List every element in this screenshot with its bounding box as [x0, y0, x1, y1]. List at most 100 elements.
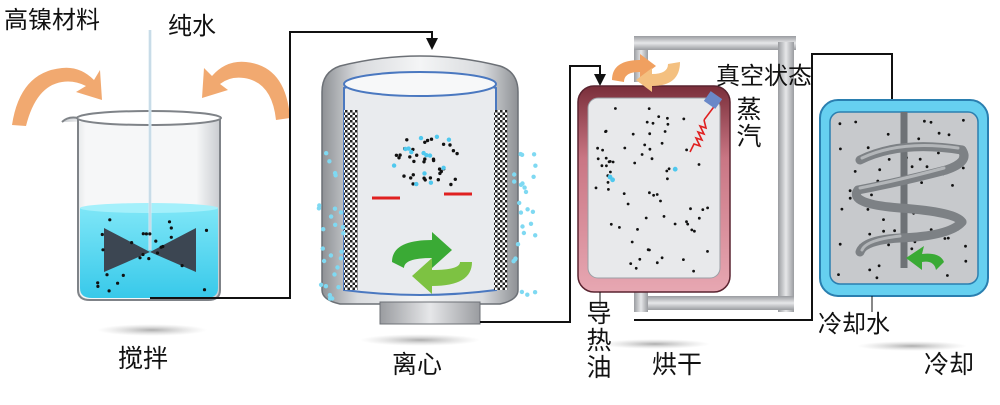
pipe-dryer-to-cooler [634, 53, 898, 321]
particle [962, 118, 965, 122]
particle [340, 225, 346, 230]
particle [920, 181, 923, 185]
particle [868, 268, 872, 272]
particle [148, 232, 152, 236]
particle [316, 206, 322, 211]
particle [439, 169, 443, 174]
particle [327, 296, 333, 301]
particle [523, 189, 529, 195]
particle [409, 176, 413, 180]
particle [848, 196, 852, 200]
particle [161, 244, 165, 249]
particle [531, 174, 536, 179]
cooler [819, 99, 989, 297]
particle [655, 261, 659, 265]
particle [622, 192, 626, 196]
step-label-centrifuge: 离心 [392, 350, 443, 379]
particle [434, 134, 440, 139]
particle [521, 230, 527, 236]
dryer-particles [594, 107, 709, 273]
particle [877, 264, 881, 268]
particle [604, 156, 608, 160]
particle [893, 229, 896, 233]
pipe-centrifuge-to-dryer [480, 65, 606, 323]
particle [647, 107, 651, 110]
particle [652, 193, 655, 197]
particle [513, 256, 518, 261]
particle [697, 163, 701, 166]
particle [423, 178, 427, 182]
particle [96, 284, 100, 288]
particle [964, 244, 967, 248]
particle [706, 206, 709, 210]
particle [882, 229, 885, 233]
particle [868, 232, 872, 236]
particle [324, 151, 329, 156]
particle [323, 284, 329, 289]
particle [636, 228, 639, 231]
particle [180, 264, 184, 268]
particle [630, 240, 634, 244]
particle [853, 170, 857, 173]
particle [169, 235, 173, 239]
particle [638, 257, 642, 261]
particle [446, 137, 452, 142]
particle [138, 256, 142, 260]
particle [925, 165, 929, 169]
particle [660, 141, 664, 145]
particle [522, 185, 527, 190]
particle [866, 146, 870, 150]
particle [328, 253, 334, 258]
particle [512, 172, 517, 177]
particle [866, 208, 870, 211]
heating-coil-icon [689, 91, 723, 153]
centrifuge-particles [316, 134, 538, 301]
particle [425, 138, 430, 143]
particle [611, 160, 615, 164]
particle [631, 132, 635, 136]
particle [441, 165, 446, 170]
particle [606, 181, 610, 184]
particle [448, 143, 452, 147]
particle [689, 207, 692, 211]
particle [657, 115, 661, 118]
rotation-arrows-icon [906, 246, 944, 270]
particle [692, 269, 695, 273]
particle [660, 256, 664, 260]
particle [693, 229, 696, 233]
particle [105, 273, 109, 277]
particle [633, 161, 637, 165]
particle [402, 174, 406, 178]
particle [327, 159, 332, 164]
particle [147, 257, 151, 261]
particle [528, 221, 534, 226]
particle [645, 120, 649, 124]
label-steam: 蒸汽 [736, 95, 762, 151]
particle [610, 177, 615, 183]
particle [648, 191, 651, 195]
particle [910, 247, 914, 251]
particle [531, 152, 537, 157]
particle [202, 288, 207, 292]
particle [415, 153, 419, 157]
curved-arrow-icon [202, 61, 290, 120]
particle [837, 273, 840, 276]
particle [451, 149, 456, 153]
particle [431, 158, 436, 163]
mesh-wall-right [494, 110, 508, 290]
beaker-shadow [97, 324, 207, 336]
particle [596, 157, 600, 161]
particle [604, 130, 607, 134]
particle [655, 193, 659, 196]
particle [320, 246, 325, 251]
particle [887, 243, 890, 247]
particle [204, 228, 209, 232]
particle [333, 173, 338, 178]
particle [333, 222, 338, 227]
step-label-stir: 搅拌 [118, 344, 169, 373]
particle [96, 281, 100, 285]
particle [406, 146, 411, 151]
particle [155, 251, 160, 255]
